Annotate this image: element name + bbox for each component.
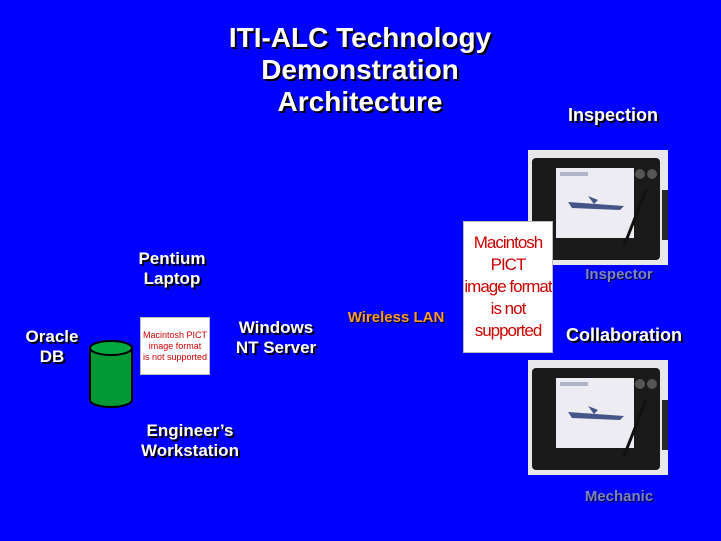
pentium-laptop-label: Pentium Laptop xyxy=(122,249,222,289)
label-line: Engineer’s xyxy=(146,421,234,440)
nt-server-label: Windows NT Server xyxy=(222,318,330,358)
inspection-heading: Inspection xyxy=(567,105,658,125)
placeholder-line: Macintosh PICT xyxy=(473,233,543,274)
title-line: Architecture xyxy=(277,86,443,117)
wireless-lan-label: Wireless LAN xyxy=(347,309,445,326)
engineer-workstation-label: Engineer’s Workstation xyxy=(120,421,260,461)
label-line: DB xyxy=(39,347,65,366)
title-line: Demonstration xyxy=(261,54,459,85)
label-line: Workstation xyxy=(141,441,239,460)
placeholder-line: Macintosh PICT xyxy=(142,329,208,340)
label-line: NT Server xyxy=(235,338,317,357)
database-cylinder-icon xyxy=(89,340,133,408)
oracle-db-label: Oracle DB xyxy=(14,327,90,367)
collaboration-heading: Collaboration xyxy=(566,325,682,345)
pict-placeholder-large: Macintosh PICT image format is not suppo… xyxy=(463,221,553,353)
tablet-device-inspection-image xyxy=(528,150,668,265)
tablet-device-mechanic-image xyxy=(528,360,668,475)
label-line: Pentium xyxy=(138,249,206,268)
placeholder-line: image format xyxy=(464,277,552,296)
inspector-caption: Inspector xyxy=(585,266,653,283)
label-line: Oracle xyxy=(25,327,79,346)
placeholder-line: image format xyxy=(148,340,202,351)
label-line: Windows xyxy=(238,318,314,337)
slide-title: ITI-ALC Technology Demonstration Archite… xyxy=(190,22,530,118)
title-line: ITI-ALC Technology xyxy=(228,22,492,53)
placeholder-line: is not supported xyxy=(474,299,543,340)
pict-placeholder-small: Macintosh PICT image format is not suppo… xyxy=(140,317,210,375)
placeholder-line: is not supported xyxy=(142,351,208,362)
mechanic-caption: Mechanic xyxy=(584,488,654,505)
label-line: Laptop xyxy=(143,269,201,288)
